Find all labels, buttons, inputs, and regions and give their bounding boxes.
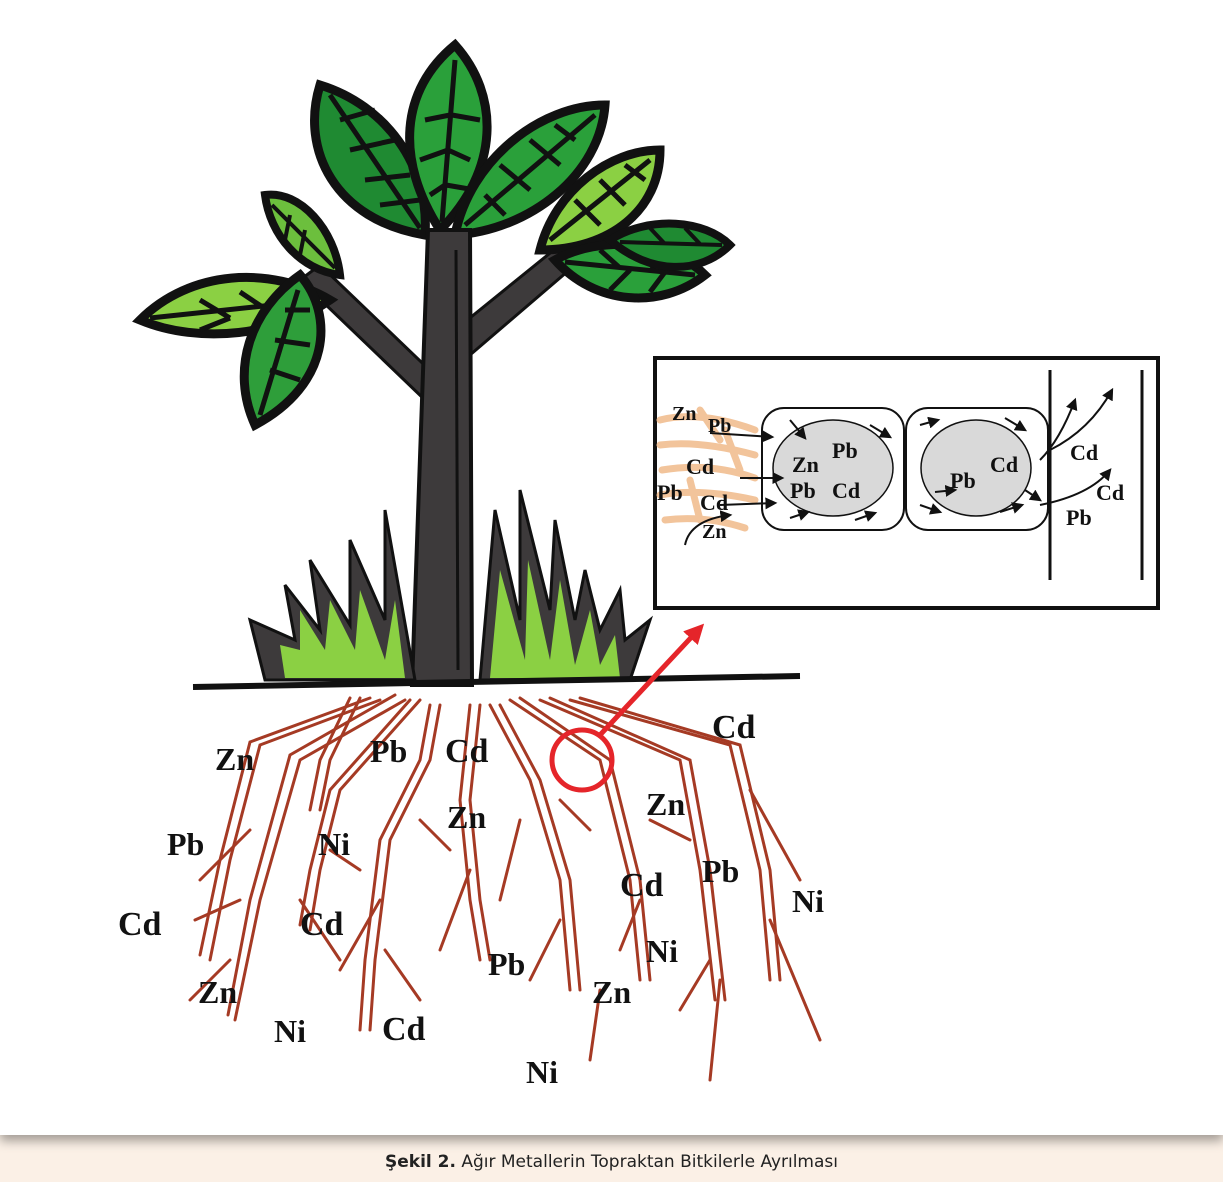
grass-clump-right	[480, 490, 650, 680]
cellular-uptake-inset: Zn Pb Cd Pb Cd Zn Zn Pb Pb Cd Pb Cd Cd C…	[655, 358, 1158, 608]
metal-label: Ni	[792, 883, 824, 919]
inset-metal-label: Pb	[832, 438, 858, 463]
metal-label: Cd	[445, 733, 489, 770]
metal-label: Ni	[274, 1013, 306, 1049]
inset-metal-label: Cd	[700, 490, 728, 515]
leaf-left-top	[265, 195, 340, 275]
inset-metal-label: Pb	[1066, 505, 1092, 530]
inset-metal-label: Zn	[702, 521, 726, 543]
inset-metal-label: Cd	[1070, 440, 1098, 465]
metal-label: Ni	[526, 1054, 558, 1090]
metal-label: Cd	[300, 906, 344, 943]
inset-metal-label: Cd	[686, 454, 714, 479]
metal-label: Zn	[447, 799, 486, 835]
figure-label: Şekil 2.	[385, 1152, 456, 1172]
phytoremediation-diagram: Zn Pb Cd Cd Pb Ni Zn Zn Cd Cd Pb Ni Cd Z…	[0, 0, 1223, 1135]
metal-label: Pb	[488, 946, 525, 982]
metal-label: Ni	[646, 933, 678, 969]
metal-label: Cd	[712, 709, 756, 746]
figure-panel: Zn Pb Cd Cd Pb Ni Zn Zn Cd Cd Pb Ni Cd Z…	[0, 0, 1223, 1135]
inset-metal-label: Zn	[792, 452, 819, 477]
metal-label: Zn	[198, 974, 237, 1010]
inset-metal-label: Cd	[1096, 480, 1124, 505]
grass-clump-left	[250, 510, 415, 680]
metal-label: Pb	[370, 733, 407, 769]
tree-trunk	[412, 230, 472, 685]
metal-label: Cd	[118, 906, 162, 943]
inset-metal-label: Zn	[672, 403, 696, 425]
inset-metal-label: Pb	[657, 480, 683, 505]
metal-label: Pb	[167, 826, 204, 862]
figure-caption-text: Ağır Metallerin Topraktan Bitkilerle Ayr…	[461, 1152, 838, 1172]
metal-label: Zn	[592, 974, 631, 1010]
metal-label: Pb	[702, 853, 739, 889]
figure-caption: Şekil 2. Ağır Metallerin Topraktan Bitki…	[0, 1152, 1223, 1172]
inset-metal-label: Pb	[790, 478, 816, 503]
metal-label: Cd	[382, 1011, 426, 1048]
inset-metal-label: Cd	[990, 452, 1018, 477]
metal-label: Ni	[318, 826, 350, 862]
metal-label: Zn	[215, 741, 254, 777]
metal-label: Zn	[646, 786, 685, 822]
metal-label: Cd	[620, 867, 664, 904]
inset-metal-label: Pb	[950, 468, 976, 493]
inset-metal-label: Pb	[708, 415, 731, 437]
inset-metal-label: Cd	[832, 478, 860, 503]
